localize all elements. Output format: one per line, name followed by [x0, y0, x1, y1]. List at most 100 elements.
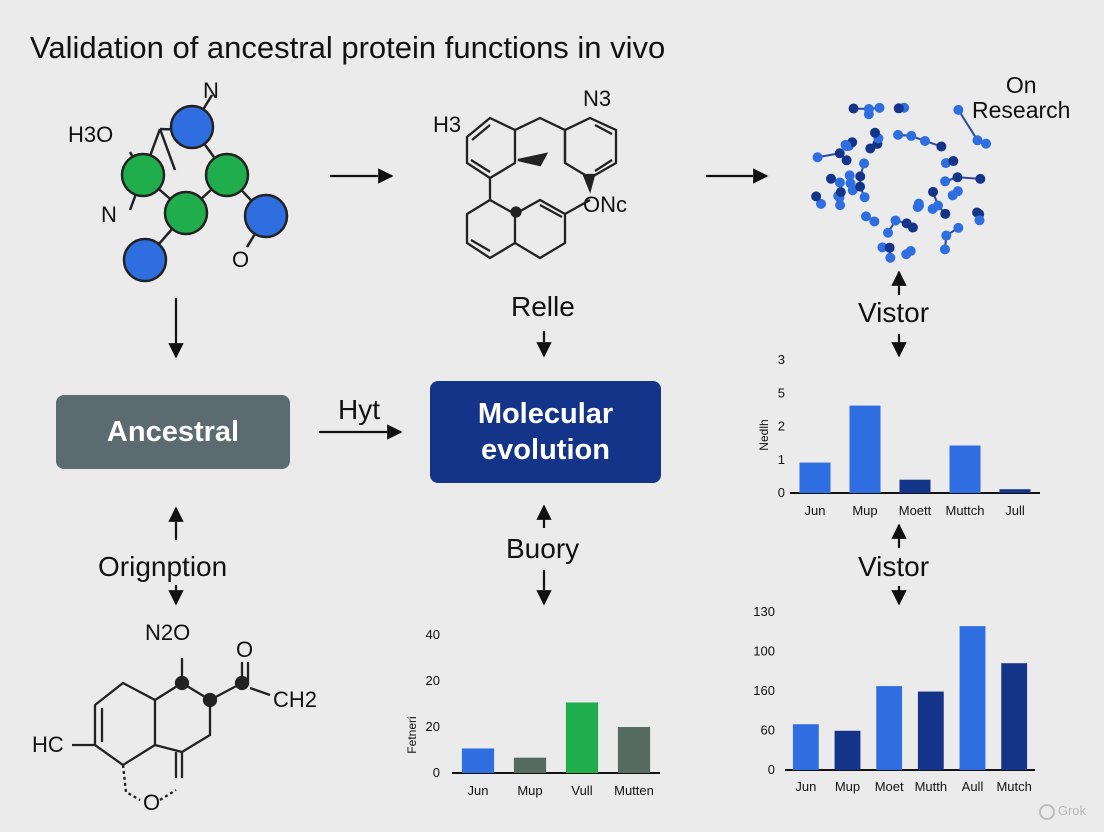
y-tick-label: 0 [778, 485, 785, 500]
network-atom [927, 203, 938, 214]
x-tick-label: Mup [517, 783, 542, 798]
molecule-2 [465, 116, 618, 260]
network-atom [906, 130, 917, 141]
network-atom [848, 103, 859, 114]
x-tick-label: Mutth [915, 779, 948, 794]
bar [461, 748, 495, 773]
x-tick-label: Jun [805, 503, 826, 518]
bar [565, 702, 599, 773]
network-atom [812, 152, 823, 163]
y-tick-label: 20 [426, 719, 440, 734]
blue-atom [169, 104, 215, 150]
y-axis-label: Nedlh [757, 419, 771, 450]
network-atom [939, 244, 950, 255]
bar [959, 626, 986, 770]
x-tick-label: Jun [468, 783, 489, 798]
mol-label: N [203, 78, 219, 103]
network-atom [974, 215, 985, 226]
network-atom [883, 227, 894, 238]
x-tick-label: Muttch [945, 503, 984, 518]
network-atom [919, 135, 930, 146]
network-atom [905, 246, 916, 257]
network-atom [825, 173, 836, 184]
label-research: Research [972, 97, 1071, 123]
network-atom [941, 230, 952, 241]
green-atom [120, 152, 166, 198]
bar [899, 479, 931, 493]
protein-network [811, 102, 992, 263]
ancestral-node: Ancestral [56, 395, 290, 469]
blue-atom [122, 237, 168, 283]
bar [513, 757, 547, 773]
x-tick-label: Jull [1005, 503, 1025, 518]
label-relle: Relle [511, 291, 575, 322]
label-hyt: Hyt [338, 394, 380, 425]
network-atom [947, 190, 958, 201]
network-atom [940, 176, 951, 187]
network-atom [885, 252, 896, 263]
label-orignption: Orignption [98, 551, 228, 582]
network-atom [975, 173, 986, 184]
mol-label: N2O [145, 620, 190, 645]
network-atom [869, 216, 880, 227]
network-atom [845, 178, 856, 189]
label-vistor-top: Vistor [858, 297, 930, 328]
network-atom [844, 170, 855, 181]
y-tick-label: 20 [426, 673, 440, 688]
y-tick-label: 5 [778, 385, 785, 400]
mol-label: O [232, 247, 249, 272]
y-tick-label: 0 [768, 762, 775, 777]
bar [849, 405, 881, 493]
network-atom [834, 177, 845, 188]
network-atom [870, 127, 881, 138]
label-on: On [1005, 72, 1037, 98]
network-atom [834, 148, 845, 159]
network-atom [948, 156, 959, 167]
x-tick-label: Jun [795, 779, 816, 794]
network-atom [940, 158, 951, 169]
x-tick-label: Moet [875, 779, 904, 794]
network-atom [972, 135, 983, 146]
label-on-research: On Research [972, 73, 1070, 123]
y-tick-label: 60 [761, 723, 775, 738]
bar [999, 489, 1031, 493]
bar [834, 730, 861, 770]
mol-label: N3 [583, 86, 611, 111]
mol-label: N [101, 202, 117, 227]
mol-label: ONc [583, 192, 627, 217]
bar [876, 686, 903, 770]
y-tick-label: 40 [426, 627, 440, 642]
mol-label: O [236, 637, 253, 662]
x-tick-label: Moett [899, 503, 932, 518]
flow-arrows [168, 168, 907, 606]
network-atom [874, 102, 885, 113]
blue-atom [243, 193, 289, 239]
molecule-1 [120, 94, 289, 283]
network-atom [840, 139, 851, 150]
network-atom [940, 208, 951, 219]
network-atom [811, 191, 822, 202]
y-axis-label: Fetneri [405, 716, 419, 753]
bar [799, 462, 831, 493]
network-atom [953, 222, 964, 233]
network-atom [981, 138, 992, 149]
grok-logo-icon [1038, 804, 1055, 820]
x-tick-label: Vull [571, 783, 592, 798]
atom-node [120, 104, 289, 283]
y-tick-label: 2 [778, 419, 785, 434]
network-atom [952, 172, 963, 183]
bar [617, 727, 651, 773]
network-atom [859, 192, 870, 203]
x-tick-label: Aull [962, 779, 984, 794]
x-tick-label: Mutch [996, 779, 1031, 794]
network-atom [913, 198, 924, 209]
network-atom [855, 171, 866, 182]
y-tick-label: 130 [753, 604, 775, 619]
page-title: Validation of ancestral protein function… [30, 30, 666, 65]
label-buory: Buory [506, 533, 580, 564]
